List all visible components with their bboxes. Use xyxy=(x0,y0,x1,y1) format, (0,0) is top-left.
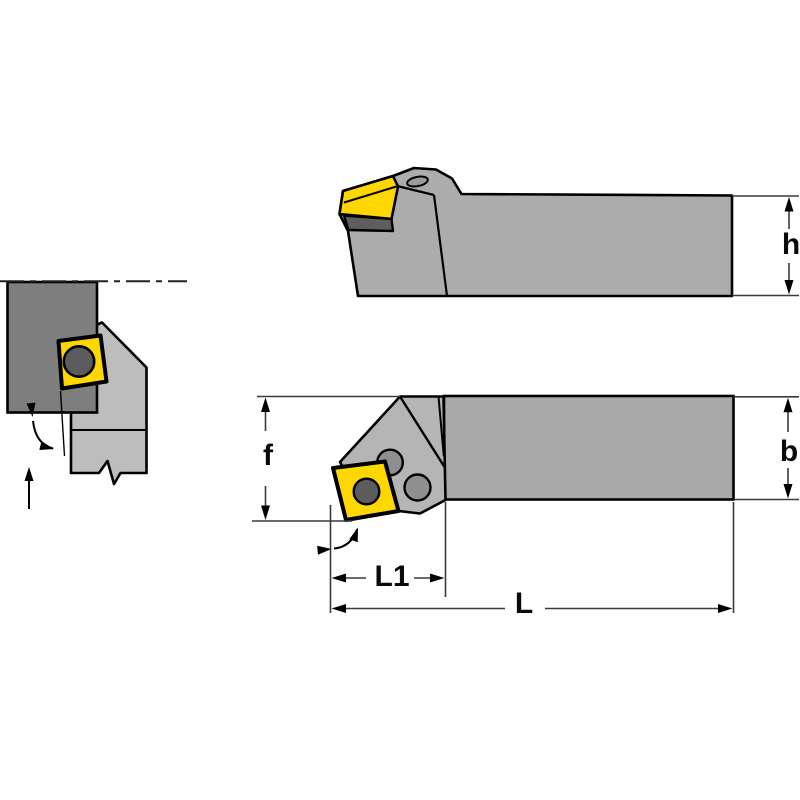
dimension-h xyxy=(732,195,799,297)
dimension-f xyxy=(252,395,400,522)
f-arrow-down-icon xyxy=(261,505,270,520)
front-view-insert-hole-icon xyxy=(62,344,96,378)
front-view xyxy=(0,280,187,509)
h-arrow-down-icon xyxy=(784,280,794,295)
b-arrow-up-icon xyxy=(783,397,793,413)
rake-angle-arrowhead-bottom-icon xyxy=(39,441,54,450)
label-head-length: L1 xyxy=(374,560,410,593)
rake-angle-arrowhead-top-icon xyxy=(26,402,36,417)
side-view-insert-edge xyxy=(343,185,397,204)
side-view-insert xyxy=(338,174,400,221)
side-view-shim xyxy=(342,214,395,233)
l-arrow-left-icon xyxy=(331,604,346,613)
label-total-length: L xyxy=(514,587,534,620)
side-view xyxy=(338,166,799,298)
clearance-edge-line xyxy=(59,390,66,457)
label-shank-width: b xyxy=(779,435,799,468)
lock-pin-icon xyxy=(403,473,432,502)
lead-angle-arrowhead-right-icon xyxy=(349,527,358,543)
top-view-insert-hole-icon xyxy=(352,477,381,506)
f-arrow-up-icon xyxy=(261,397,270,412)
l1-arrow-left-icon xyxy=(331,573,346,583)
feed-arrowhead-icon xyxy=(24,467,34,481)
label-shank-height: h xyxy=(781,228,800,261)
lead-angle-arrowhead-left-icon xyxy=(317,545,332,555)
rake-angle-arrow xyxy=(26,402,54,450)
dimension-l1 xyxy=(329,502,447,613)
side-view-head-edge xyxy=(432,194,449,297)
side-view-clamp-edge xyxy=(396,184,435,197)
h-arrow-up-icon xyxy=(784,197,794,212)
dimension-l xyxy=(344,502,735,613)
top-view-head-sliver-line xyxy=(437,396,445,457)
clamp-screw-hole-icon xyxy=(406,175,429,188)
l1-arrow-right-icon xyxy=(430,573,445,583)
feed-direction-arrow xyxy=(24,467,34,509)
top-view xyxy=(252,394,799,613)
label-tip-offset: f xyxy=(263,439,273,472)
side-view-holder-body xyxy=(338,166,734,298)
lead-angle-arrow xyxy=(317,527,358,555)
top-view-clamp-edge xyxy=(398,395,446,468)
l-arrow-right-icon xyxy=(718,604,733,613)
top-view-shank xyxy=(442,394,735,501)
b-arrow-down-icon xyxy=(783,484,793,499)
dimension-b xyxy=(733,395,799,501)
